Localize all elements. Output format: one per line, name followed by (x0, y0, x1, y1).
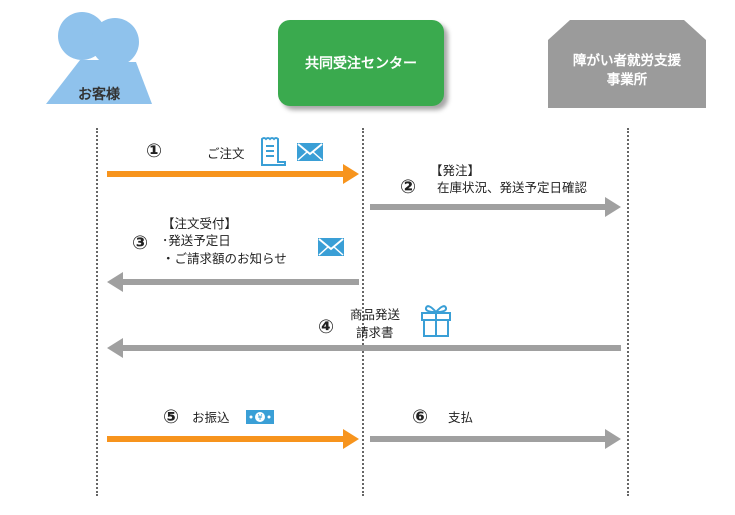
office-lifeline (627, 128, 629, 496)
office-actor: 障がい者就労支援 事業所 (548, 20, 706, 108)
arrow-step1 (107, 164, 359, 184)
arrow-step4 (107, 338, 621, 358)
office-building-icon (548, 20, 706, 108)
mail-icon (318, 238, 344, 256)
arrow-step3 (107, 272, 359, 292)
office-label-line2: 事業所 (606, 72, 648, 88)
arrow-step2 (370, 197, 621, 217)
step4-line1: 商品発送 (350, 307, 401, 322)
step2-header: 【発注】 (430, 163, 481, 178)
customer-lifeline (96, 128, 98, 496)
center-lifeline (362, 128, 364, 496)
step6-text: 支払 (448, 410, 474, 425)
center-label: 共同受注センター (305, 56, 417, 72)
office-label: 障がい者就労支援 事業所 (548, 52, 706, 90)
step5-text: お振込 (192, 410, 230, 425)
step6-number: ⑥ (412, 406, 429, 428)
arrow-step5 (107, 429, 359, 449)
money-icon: ¥ (246, 410, 274, 424)
step2-text: 在庫状況、発送予定日確認 (437, 180, 588, 195)
mail-icon (297, 143, 323, 161)
customer-actor: お客様 (44, 6, 164, 106)
step3-line1: ･発送予定日 (162, 233, 231, 248)
step3-line2: ・ご請求額のお知らせ (162, 251, 287, 266)
center-box: 共同受注センター (278, 20, 444, 106)
step4-number: ④ (318, 316, 335, 338)
step1-number: ① (146, 140, 163, 162)
step3-number: ③ (132, 232, 149, 254)
step3-header: 【注文受付】 (162, 216, 238, 231)
office-label-line1: 障がい者就労支援 (573, 53, 681, 69)
step2-number: ② (400, 176, 417, 198)
person-icon (46, 12, 152, 104)
step4-line2: 請求書 (356, 325, 394, 340)
customer-label: お客様 (78, 87, 120, 103)
gift-icon (421, 305, 451, 337)
svg-text:¥: ¥ (257, 413, 262, 422)
step5-number: ⑤ (163, 406, 180, 428)
step1-text: ご注文 (207, 146, 245, 161)
receipt-icon (261, 137, 286, 166)
arrow-step6 (370, 429, 621, 449)
